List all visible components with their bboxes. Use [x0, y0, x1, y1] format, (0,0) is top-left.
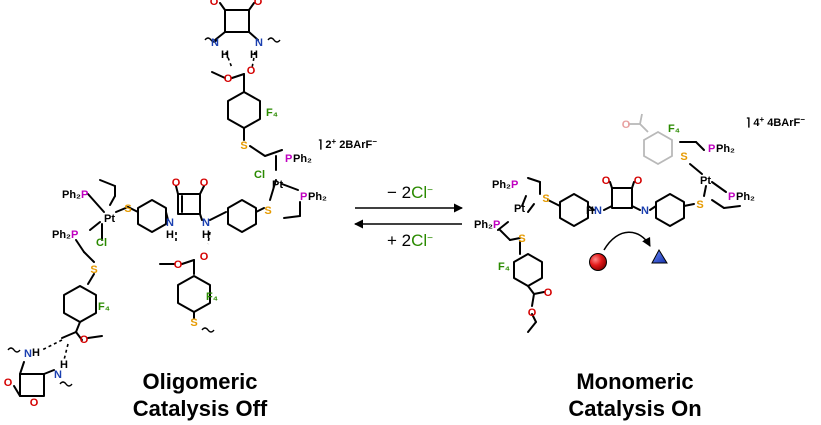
atom-ph2p-l1: Ph₂P — [62, 189, 88, 201]
atom-ph2-m-right: Ph₂ — [736, 191, 755, 203]
monomer-left-pt — [497, 177, 541, 241]
atom-o-m-2: O — [528, 307, 537, 319]
atom-s-bl: S — [90, 264, 97, 276]
product-triangle — [651, 248, 668, 264]
central-benzoate — [159, 259, 215, 333]
atom-h-top-1: H — [221, 49, 229, 61]
oligomer-structure — [7, 2, 301, 397]
atom-ph2-m-top: Ph₂ — [716, 143, 735, 155]
atom-f4-bl: F₄ — [98, 301, 110, 313]
atom-s-c: S — [190, 317, 197, 329]
atom-pt-m-left: Pt — [514, 203, 525, 215]
atom-p-top: P — [285, 153, 292, 165]
monomer-caption: Monomeric Catalysis On — [535, 368, 735, 422]
atom-f4-m-top: F₄ — [668, 123, 680, 135]
reverse-arrow-label: + 2Cl− — [387, 231, 433, 250]
atom-f4-m-bottom: F₄ — [498, 261, 510, 273]
atom-s-left: S — [124, 203, 131, 215]
atom-h-m-1: H — [586, 205, 594, 217]
left-pt-center — [75, 179, 129, 263]
atom-h-bl-2: H — [60, 359, 68, 371]
atom-p-m-right: P — [728, 191, 735, 203]
atom-o-m-4: O — [634, 175, 643, 187]
atom-n-c-2: N — [202, 217, 210, 229]
catalysis-cartoon — [589, 231, 668, 271]
atom-n-bl-1: N — [24, 348, 32, 360]
atom-o-top-3: O — [224, 73, 233, 85]
atom-o-bl-2: O — [4, 377, 13, 389]
top-squaramide — [204, 2, 281, 69]
atom-h-c-2: H — [202, 229, 210, 241]
atom-n-m-2: N — [641, 205, 649, 217]
oligomer-caption: Oligomeric Catalysis Off — [100, 368, 300, 422]
monomer-caption-line1: Monomeric — [576, 369, 694, 394]
atom-f4-c: F₄ — [206, 291, 218, 303]
atom-o-top-2: O — [254, 0, 263, 8]
atom-cl-left: Cl — [96, 237, 107, 249]
monomer-caption-line2: Catalysis On — [568, 396, 702, 421]
atom-n-top-2: N — [255, 37, 263, 49]
atom-o-c-4: O — [200, 251, 209, 263]
atom-h-c-1: H — [166, 229, 174, 241]
atom-s-m-right: S — [696, 199, 703, 211]
atom-o-m-faded-1: O — [622, 119, 631, 131]
atom-o-m-1: O — [544, 287, 553, 299]
atom-h-bl-1: H — [32, 347, 40, 359]
atom-n-c-1: N — [166, 217, 174, 229]
atom-o-c-3: O — [174, 259, 183, 271]
monomer-bottom-benzoate — [513, 241, 545, 333]
atom-ph2-top: Ph₂ — [293, 153, 312, 165]
atom-s-m-left: S — [542, 193, 549, 205]
atom-o-top-1: O — [210, 0, 219, 8]
central-bridge — [127, 185, 265, 245]
oligomer-caption-line1: Oligomeric — [142, 369, 258, 394]
oligomer-caption-line2: Catalysis Off — [132, 396, 268, 421]
atom-o-c-2: O — [200, 177, 209, 189]
atom-o-bl-3: O — [30, 397, 39, 409]
atom-s-top: S — [240, 140, 247, 152]
atom-o-bl-1: O — [80, 334, 89, 346]
atom-n-top-1: N — [211, 37, 219, 49]
atom-cl-right: Cl — [254, 169, 265, 181]
atom-o-top-4: O — [247, 65, 256, 77]
atom-ph2p-m2: Ph₂P — [474, 219, 500, 231]
monomer-right-pt — [679, 141, 741, 209]
charge-right: ⌉ 4+ 4BArF− — [746, 115, 805, 130]
atom-ph2-right: Ph₂ — [308, 191, 327, 203]
forward-arrow-label: − 2Cl− — [387, 183, 433, 202]
monomer-bridge — [547, 181, 695, 227]
monomer-structure — [497, 113, 741, 333]
atom-s-m-top: S — [680, 151, 687, 163]
atom-ph2p-m1: Ph₂P — [492, 179, 518, 191]
atom-n-bl-2: N — [54, 369, 62, 381]
atom-o-c-1: O — [172, 177, 181, 189]
atom-s-right: S — [264, 205, 271, 217]
right-pt-center — [269, 155, 301, 219]
atom-f4-top: F₄ — [266, 107, 278, 119]
faded-benzoate — [628, 113, 673, 166]
atom-p-m-top: P — [708, 143, 715, 155]
atom-ph2p-l2: Ph₂P — [52, 229, 78, 241]
atom-o-m-3: O — [602, 175, 611, 187]
atom-s-m-bottom: S — [518, 233, 525, 245]
equilibrium-arrows — [354, 203, 463, 229]
substrate-sphere — [589, 253, 607, 271]
charge-left: ⌉ 2+ 2BArF− — [318, 137, 377, 152]
top-ester — [211, 71, 283, 157]
atom-n-m-1: N — [594, 205, 602, 217]
atom-pt-left: Pt — [104, 213, 115, 225]
atom-pt-right: Pt — [272, 179, 283, 191]
bottom-left-arm — [7, 273, 103, 397]
atom-h-top-2: H — [250, 49, 258, 61]
atom-pt-m-right: Pt — [700, 175, 711, 187]
atom-p-right: P — [300, 191, 307, 203]
